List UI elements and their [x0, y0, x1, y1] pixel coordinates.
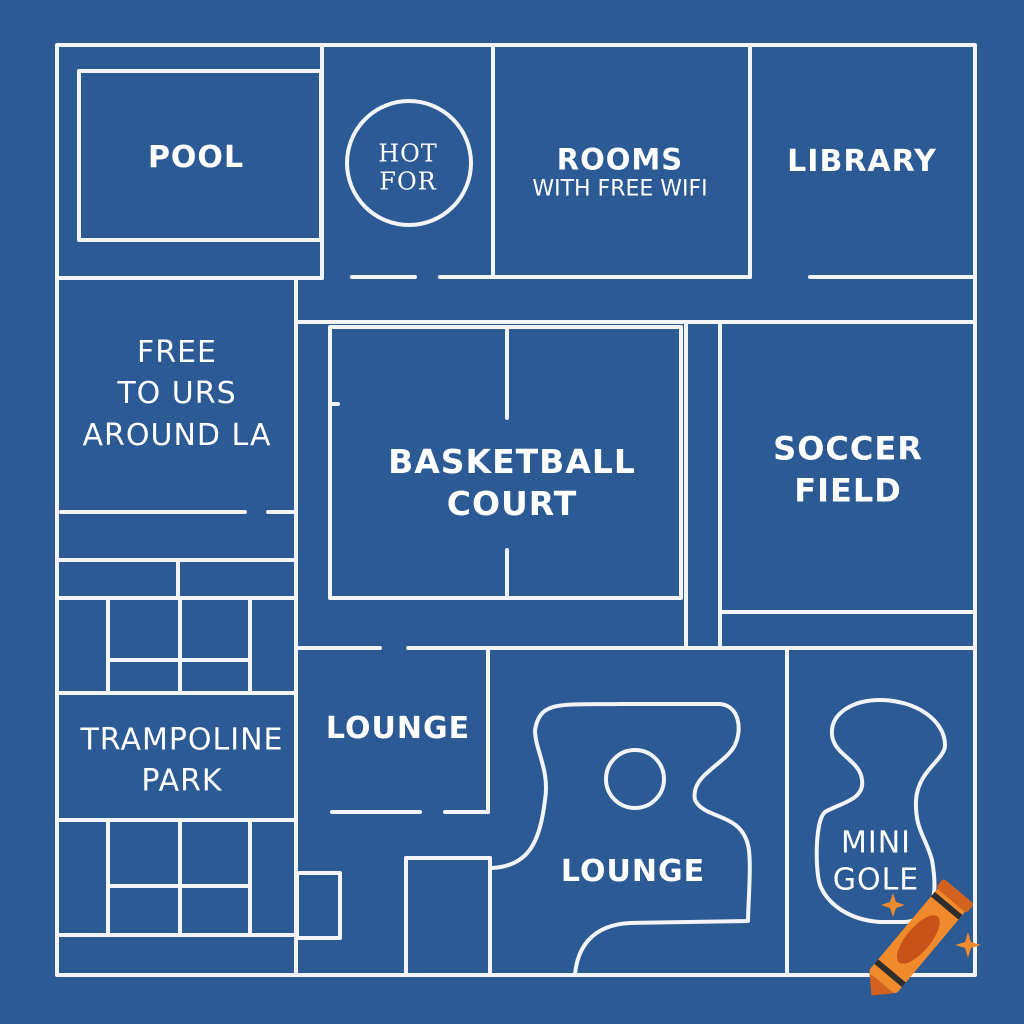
soccer-line1: SOCCER — [773, 429, 923, 468]
hot-tub-circle — [345, 99, 473, 227]
soccer-line2: FIELD — [794, 471, 902, 509]
rooms-wifi-line2: WITH FREE WIFI — [532, 177, 708, 203]
lounge-small-label: LOUNGE — [325, 710, 471, 746]
hot-tub-line2: FOR — [379, 167, 437, 195]
basketball-line2: COURT — [446, 484, 578, 523]
lounge-blob — [490, 702, 752, 977]
mini-golf-line2: GOLE — [832, 862, 920, 897]
trampoline-line2: PARK — [141, 763, 223, 798]
basketball-court-label: BASKETBALL COURT — [388, 441, 636, 525]
trampoline-line1: TRAMPOLINE — [80, 722, 284, 758]
crayon-icon — [869, 879, 973, 996]
hot-tub-label: HOT FOR — [378, 140, 438, 195]
tours-line3: AROUND LA — [82, 417, 272, 453]
trampoline-park-label: TRAMPOLINE PARK — [80, 721, 283, 802]
mini-golf-label: MINI GOLE — [833, 825, 920, 898]
soccer-field-label: SOCCER FIELD — [773, 428, 923, 511]
hot-tub-line1: HOT — [378, 139, 438, 168]
library-label: LIBRARY — [787, 143, 937, 179]
pool-label: POOL — [147, 139, 245, 175]
tours-line1: FREE — [136, 334, 218, 370]
lounge-table — [604, 748, 666, 810]
rooms-wifi-label: ROOMS WITH FREE WIFI — [532, 142, 708, 203]
outer-wall — [55, 43, 977, 977]
mini-golf-line1: MINI — [840, 825, 912, 861]
tours-line2: TO URS — [117, 376, 237, 412]
lounge-large-label: LOUNGE — [560, 853, 706, 889]
tours-label: FREE TO URS AROUND LA — [83, 332, 272, 456]
basketball-line1: BASKETBALL — [388, 441, 636, 481]
rooms-wifi-line1: ROOMS — [556, 142, 684, 177]
sparkle-icon — [881, 893, 981, 958]
mini-golf-course — [814, 698, 947, 924]
